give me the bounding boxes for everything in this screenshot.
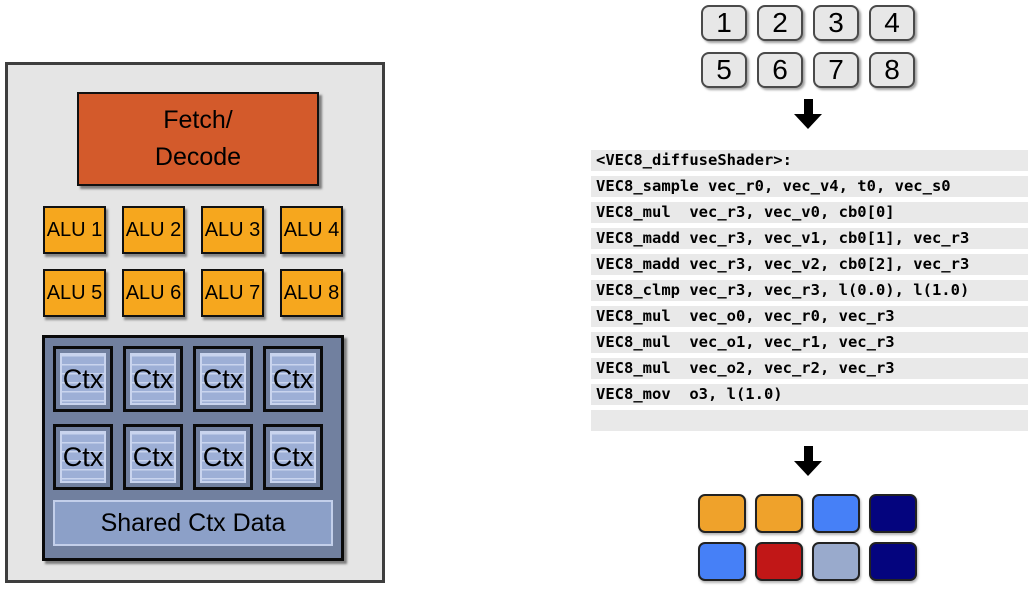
fetch-decode-label-line2: Decode: [154, 143, 242, 171]
arrow-stem: [803, 99, 813, 114]
down-arrow-code-to-outputs: [794, 446, 822, 476]
output-element-2: [755, 494, 803, 533]
input-element-7: 7: [813, 52, 859, 88]
output-element-6: [755, 542, 803, 581]
alu-box-5: ALU 5: [43, 269, 106, 317]
ctx-cell-5: Ctx: [53, 424, 113, 490]
output-element-3: [812, 494, 860, 533]
ctx-register-stack: Ctx: [60, 353, 106, 405]
alu-grid: ALU 1 ALU 2 ALU 3 ALU 4 ALU 5 ALU 6 ALU …: [43, 206, 343, 317]
ctx-grid: Ctx Ctx Ctx Ctx Ctx Ctx Ctx Ctx: [53, 346, 333, 490]
input-element-1: 1: [701, 5, 747, 41]
output-element-5: [698, 542, 746, 581]
ctx-register-stack: Ctx: [200, 431, 246, 483]
ctx-cell-1: Ctx: [53, 346, 113, 412]
ctx-register-stack: Ctx: [270, 431, 316, 483]
code-line: VEC8_madd vec_r3, vec_v1, cb0[1], vec_r3: [591, 228, 1028, 249]
ctx-cell-2: Ctx: [123, 346, 183, 412]
output-element-7: [812, 542, 860, 581]
arrow-stem: [803, 446, 813, 461]
alu-box-7: ALU 7: [201, 269, 264, 317]
arrow-head: [794, 461, 822, 476]
input-element-3: 3: [813, 5, 859, 41]
code-line: VEC8_sample vec_r0, vec_v4, t0, vec_s0: [591, 176, 1028, 197]
ctx-cell-6: Ctx: [123, 424, 183, 490]
alu-box-8: ALU 8: [280, 269, 343, 317]
alu-box-1: ALU 1: [43, 206, 106, 254]
input-element-5: 5: [701, 52, 747, 88]
alu-box-6: ALU 6: [122, 269, 185, 317]
ctx-register-stack: Ctx: [60, 431, 106, 483]
down-arrow-inputs-to-code: [794, 99, 822, 129]
arrow-head: [794, 114, 822, 129]
alu-box-4: ALU 4: [280, 206, 343, 254]
code-line: VEC8_mul vec_o0, vec_r0, vec_r3: [591, 306, 1028, 327]
input-elements-grid: 1 2 3 4 5 6 7 8: [701, 5, 915, 88]
fetch-decode-box: Fetch/ Decode: [77, 92, 319, 186]
ctx-cell-3: Ctx: [193, 346, 253, 412]
code-line-empty: [591, 410, 1028, 431]
code-line: VEC8_mul vec_r3, vec_v0, cb0[0]: [591, 202, 1028, 223]
ctx-register-stack: Ctx: [270, 353, 316, 405]
code-line: VEC8_mul vec_o2, vec_r2, vec_r3: [591, 358, 1028, 379]
ctx-cell-7: Ctx: [193, 424, 253, 490]
code-line: <VEC8_diffuseShader>:: [591, 150, 1028, 171]
input-element-8: 8: [869, 52, 915, 88]
ctx-register-stack: Ctx: [200, 353, 246, 405]
input-element-6: 6: [757, 52, 803, 88]
output-element-4: [869, 494, 917, 533]
ctx-register-stack: Ctx: [130, 353, 176, 405]
input-element-4: 4: [869, 5, 915, 41]
ctx-register-stack: Ctx: [130, 431, 176, 483]
shared-ctx-data-bar: Shared Ctx Data: [53, 500, 333, 546]
output-elements-grid: [698, 494, 917, 581]
output-element-1: [698, 494, 746, 533]
context-storage-container: Ctx Ctx Ctx Ctx Ctx Ctx Ctx Ctx Shared C…: [42, 335, 344, 561]
alu-box-2: ALU 2: [122, 206, 185, 254]
ctx-cell-4: Ctx: [263, 346, 323, 412]
alu-box-3: ALU 3: [201, 206, 264, 254]
ctx-cell-8: Ctx: [263, 424, 323, 490]
input-element-2: 2: [757, 5, 803, 41]
output-element-8: [869, 542, 917, 581]
fetch-decode-label-line1: Fetch/: [163, 106, 233, 134]
vec8-shader-code-block: <VEC8_diffuseShader>: VEC8_sample vec_r0…: [591, 150, 1028, 436]
code-line: VEC8_mov o3, l(1.0): [591, 384, 1028, 405]
simd-core-panel: Fetch/ Decode ALU 1 ALU 2 ALU 3 ALU 4 AL…: [5, 62, 385, 583]
code-line: VEC8_clmp vec_r3, vec_r3, l(0.0), l(1.0): [591, 280, 1028, 301]
code-line: VEC8_madd vec_r3, vec_v2, cb0[2], vec_r3: [591, 254, 1028, 275]
code-line: VEC8_mul vec_o1, vec_r1, vec_r3: [591, 332, 1028, 353]
